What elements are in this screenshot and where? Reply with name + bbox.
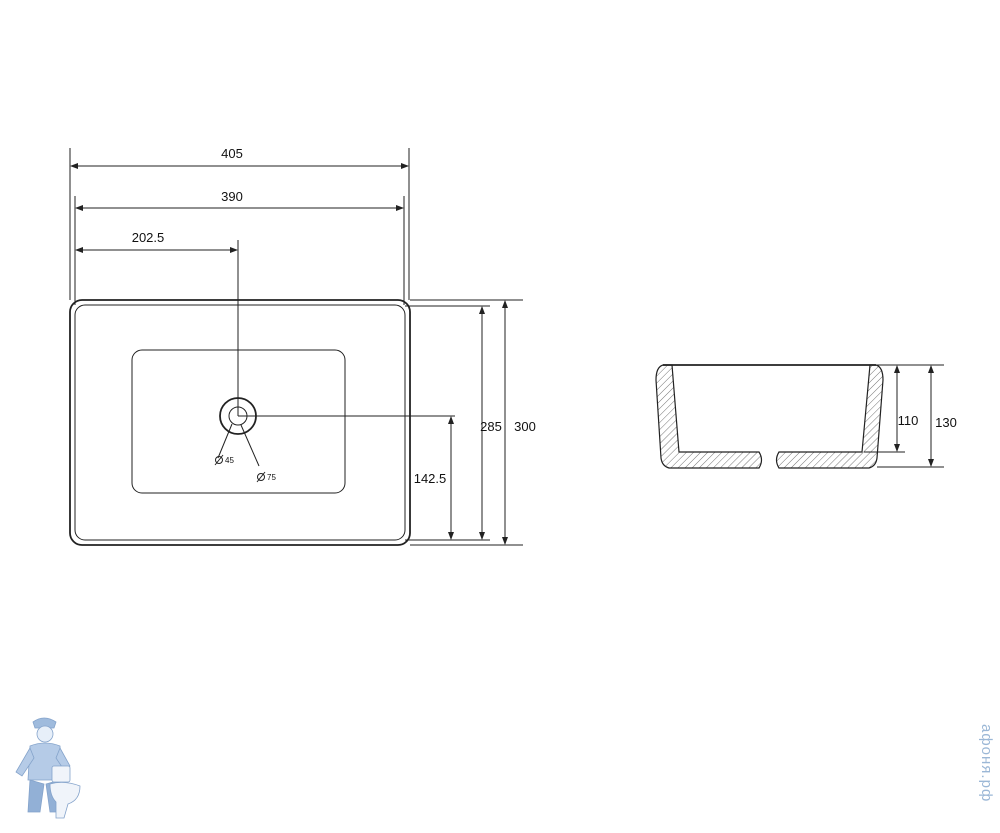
- diameter-75-label: 75: [256, 471, 276, 483]
- dimension-142-5-text: 142.5: [414, 471, 447, 486]
- drain-icon: [217, 240, 455, 467]
- diameter-45-label: 45: [214, 454, 234, 466]
- dimension-110-text: 110: [898, 413, 919, 428]
- dimension-130: 130: [928, 365, 957, 467]
- dimension-300-text: 300: [514, 419, 536, 434]
- dimension-390: 390: [75, 189, 404, 211]
- dimension-285-text: 285: [480, 419, 502, 434]
- dimension-202-5: 202.5: [75, 230, 238, 253]
- basin-inner-rim: [74, 304, 406, 541]
- dimension-142-5: 142.5: [414, 416, 454, 540]
- section-wall-left: [655, 364, 763, 469]
- dimension-202-5-text: 202.5: [132, 230, 165, 245]
- dimension-110: 110: [894, 365, 919, 452]
- plumber-mascot-icon: [15, 717, 81, 819]
- top-view: 45 75 405 390 202.5: [69, 146, 536, 546]
- section-wall-right: [775, 364, 884, 469]
- watermark-text: афоня.рф: [978, 724, 995, 802]
- dimension-285: 285: [479, 306, 502, 540]
- diameter-75-text: 75: [267, 473, 276, 482]
- dimension-130-text: 130: [935, 415, 957, 430]
- dimension-390-text: 390: [221, 189, 243, 204]
- dimension-405: 405: [70, 146, 409, 169]
- dimension-300: 300: [502, 300, 536, 545]
- basin-outer-rim: [69, 299, 411, 546]
- side-view: 110 130: [655, 364, 957, 469]
- dimension-405-text: 405: [221, 146, 243, 161]
- diameter-45-text: 45: [225, 456, 234, 465]
